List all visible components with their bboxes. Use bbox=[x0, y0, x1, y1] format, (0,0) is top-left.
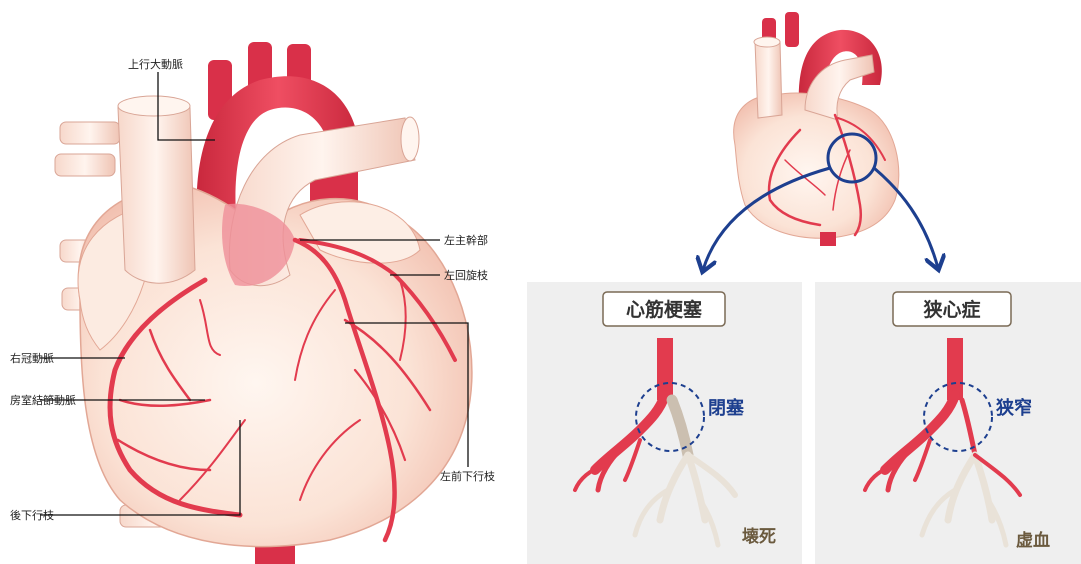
small-heart-illustration bbox=[734, 12, 899, 246]
label-lad: 左前下行枝 bbox=[440, 469, 495, 483]
large-heart-illustration bbox=[55, 42, 472, 564]
occlusion-label: 閉塞 bbox=[708, 397, 745, 419]
label-left-circumflex: 左回旋枝 bbox=[444, 268, 488, 282]
angina-title: 狭心症 bbox=[922, 298, 980, 321]
label-av-node-artery: 房室結節動脈 bbox=[10, 393, 76, 407]
label-right-coronary: 右冠動脈 bbox=[10, 351, 54, 365]
necrosis-label: 壊死 bbox=[742, 527, 776, 547]
label-posterior-descending: 後下行枝 bbox=[10, 508, 54, 522]
infarction-panel: 心筋梗塞 閉塞 壊死 bbox=[527, 282, 802, 564]
stenosis-label: 狭窄 bbox=[995, 397, 1032, 419]
label-left-main: 左主幹部 bbox=[444, 233, 488, 247]
label-ascending-aorta: 上行大動脈 bbox=[128, 57, 183, 71]
infarction-title: 心筋梗塞 bbox=[626, 298, 703, 321]
ischemia-label: 虚血 bbox=[1016, 530, 1050, 551]
angina-panel: 狭心症 狭窄 虚血 bbox=[815, 282, 1081, 564]
